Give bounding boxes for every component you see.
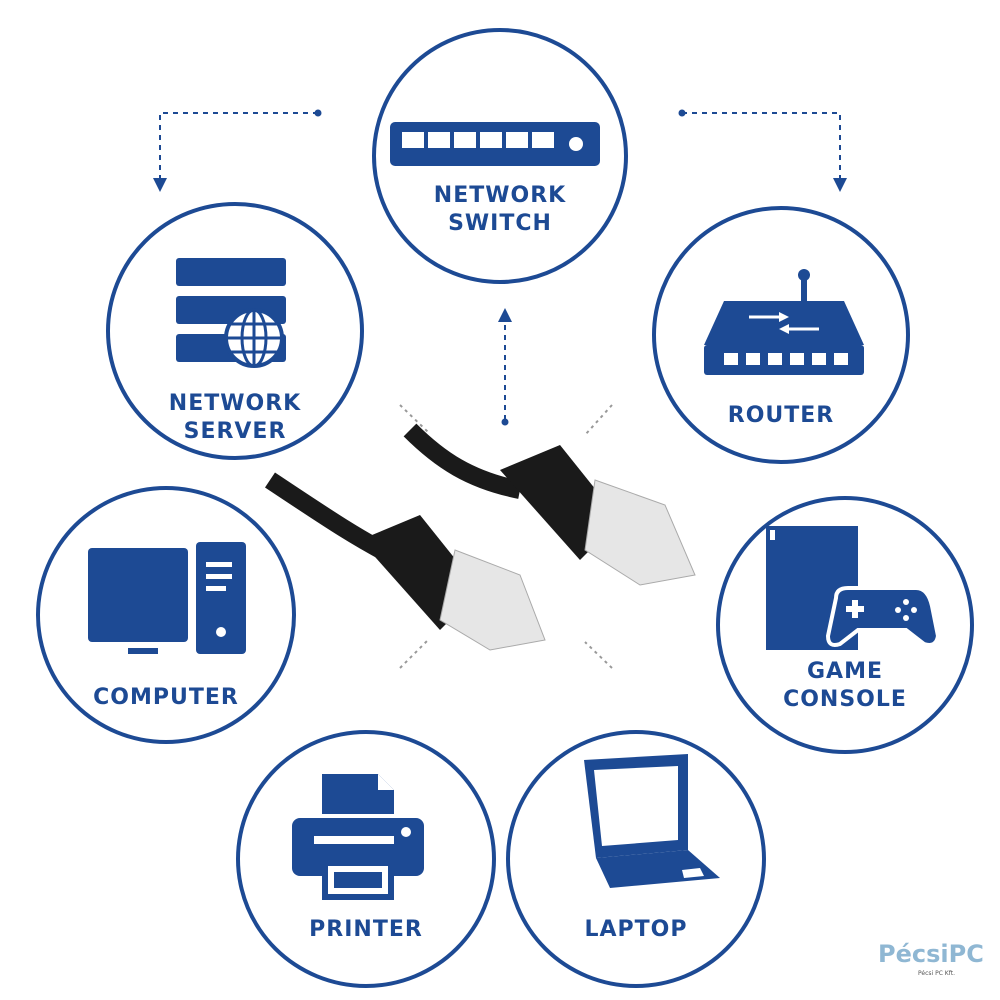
node-game-console: GAME CONSOLE: [716, 496, 974, 754]
router-label: ROUTER: [727, 403, 835, 428]
node-router: ROUTER: [652, 206, 910, 464]
laptop-label: LAPTOP: [584, 917, 688, 942]
watermark-brand: PécsiPC: [878, 940, 984, 968]
desktop-computer-icon: [88, 542, 246, 654]
node-computer: COMPUTER: [36, 486, 296, 744]
computer-label: COMPUTER: [93, 685, 239, 710]
network-switch-icon: [390, 122, 600, 166]
console-label-2: CONSOLE: [783, 687, 907, 712]
server-label-2: SERVER: [183, 419, 287, 444]
node-network-switch: NETWORK SWITCH: [372, 28, 628, 284]
laptop-icon: [584, 754, 720, 888]
printer-label: PRINTER: [309, 917, 423, 942]
server-label-1: NETWORK: [168, 391, 302, 416]
node-laptop: LAPTOP: [506, 730, 766, 988]
server-globe-icon: [176, 258, 286, 368]
watermark-sub: Pécsi PC Kft.: [918, 970, 956, 977]
game-console-icon: [766, 526, 941, 650]
console-label-1: GAME: [806, 659, 883, 684]
switch-label-2: SWITCH: [448, 211, 552, 236]
node-network-server: NETWORK SERVER: [106, 202, 364, 460]
printer-icon: [292, 774, 424, 900]
node-printer: PRINTER: [236, 730, 496, 988]
ethernet-cable: [265, 423, 696, 651]
router-icon: [704, 269, 864, 375]
switch-label-1: NETWORK: [433, 183, 567, 208]
